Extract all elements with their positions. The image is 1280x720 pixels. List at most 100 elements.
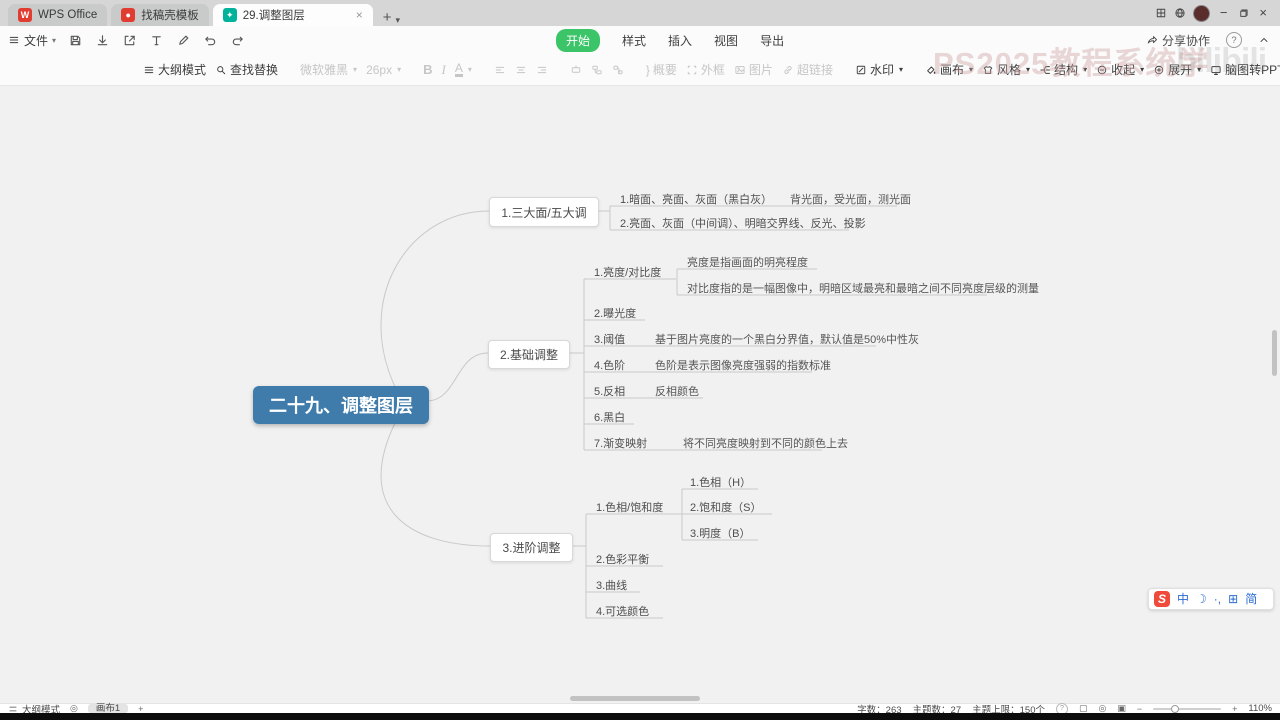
outline-mode-button[interactable]: 大纲模式 [143,61,206,78]
tab-close-icon[interactable]: × [355,8,363,22]
insert-topic-button[interactable] [570,64,582,76]
sogou-logo-icon[interactable]: S [1154,591,1170,607]
user-avatar[interactable] [1192,4,1210,22]
undo-icon[interactable] [203,33,218,48]
ime-punctuation-toggle[interactable]: ·, [1213,592,1222,606]
share-collaborate-button[interactable]: 分享协作 [1146,32,1210,49]
canvas-tab-1[interactable]: 画布1 [87,704,129,713]
minimize-button[interactable]: − [1219,5,1228,20]
font-size-select[interactable]: 26px▾ [366,63,401,77]
new-tab-button[interactable]: + [382,9,392,26]
ribbon-tab-insert[interactable]: 插入 [668,33,693,48]
sogou-ime-bar[interactable]: S 中 ☽ ·, ⊞ 简 [1148,588,1274,610]
structure-button[interactable]: 结构▾ [1039,61,1087,78]
ime-lang-toggle[interactable]: 中 [1177,592,1190,606]
mindmap-leaf[interactable]: 6.黑白 [594,412,626,424]
ribbon-tab-home[interactable]: 开始 [556,28,601,52]
mindmap-note[interactable]: 色阶是表示图像亮度强弱的指数标准 [655,360,831,372]
insert-subtopic-button[interactable] [591,64,603,76]
fullscreen-icon[interactable]: ▣ [1117,703,1126,713]
mindmap-leaf[interactable]: 2.亮面、灰面（中间调）、明暗交界线、反光、投影 [620,218,866,230]
picture-button[interactable]: 图片 [734,61,773,78]
globe-icon[interactable] [1174,7,1186,19]
mindmap-leaf[interactable]: 7.渐变映射 [594,438,648,450]
font-family-select[interactable]: 微软雅黑▾ [300,61,357,78]
font-color-button[interactable]: A▾ [454,62,472,77]
tab-list-chevron-icon[interactable]: ▾ [395,15,401,25]
mindmap-leaf[interactable]: 3.明度（B） [690,528,751,540]
align-center-button[interactable] [515,64,527,76]
ribbon-tab-export[interactable]: 导出 [760,33,785,48]
mindmap-to-ppt-button[interactable]: 脑图转PPT [1210,61,1280,78]
add-canvas-button[interactable]: + [138,703,144,714]
ribbon-tab-style[interactable]: 样式 [622,33,647,48]
branch-node[interactable]: 2.基础调整 [488,340,570,369]
mindmap-leaf[interactable]: 3.曲线 [596,580,628,592]
bold-button[interactable]: B [423,62,433,77]
mindmap-leaf[interactable]: 2.曝光度 [594,308,637,320]
tab-template-store[interactable]: ● 找稿壳模板 [111,4,209,26]
mindmap-leaf[interactable]: 4.色阶 [594,360,626,372]
mindmap-note[interactable]: 背光面，受光面，测光面 [790,194,911,206]
expand-button[interactable]: 展开▾ [1153,61,1201,78]
close-button[interactable]: × [1259,5,1267,20]
all-canvases-icon[interactable]: ◎ [70,703,78,713]
mindmap-note[interactable]: 亮度是指画面的明亮程度 [687,257,808,269]
mindmap-center-node[interactable]: 二十九、调整图层 [253,386,429,424]
ime-moon-icon[interactable]: ☽ [1196,592,1207,606]
frame-button[interactable]: 外框 [686,61,725,78]
zoom-in-button[interactable]: + [1232,703,1238,714]
style-button[interactable]: 风格▾ [982,61,1030,78]
align-left-button[interactable] [494,64,506,76]
mindmap-leaf[interactable]: 2.色彩平衡 [596,554,650,566]
horizontal-scrollbar[interactable] [570,696,700,701]
mindmap-leaf[interactable]: 1.色相（H） [690,477,752,489]
mindmap-leaf[interactable]: 1.色相/饱和度 [596,502,664,514]
italic-button[interactable]: I [441,61,446,77]
canvas-button[interactable]: 画布▾ [925,61,973,78]
zoom-slider-knob[interactable] [1171,704,1180,713]
mindmap-leaf[interactable]: 1.亮度/对比度 [594,267,662,279]
find-replace-button[interactable]: 查找替换 [215,61,278,78]
mindmap-leaf[interactable]: 2.饱和度（S） [690,502,762,514]
restore-button[interactable] [1237,7,1249,19]
annotate-pen-icon[interactable] [176,33,191,48]
mindmap-canvas[interactable] [0,86,1280,703]
mindmap-note[interactable]: 基于图片亮度的一个黑白分界值，默认值是50%中性灰 [655,334,920,346]
hyperlink-button[interactable]: 超链接 [782,61,833,78]
save-icon[interactable] [68,33,83,48]
vertical-scrollbar[interactable] [1272,330,1277,376]
download-icon[interactable] [95,33,110,48]
mindmap-note[interactable]: 将不同亮度映射到不同的颜色上去 [683,438,848,450]
mindmap-leaf[interactable]: 4.可选颜色 [596,606,650,618]
mindmap-leaf[interactable]: 1.暗面、亮面、灰面（黑白灰） [620,194,773,206]
mindmap-note[interactable]: 对比度指的是一幅图像中，明暗区域最亮和最暗之间不同亮度层级的测量 [687,283,1039,295]
insert-relation-button[interactable] [612,64,624,76]
layout-grid-icon[interactable] [1155,7,1167,19]
zoom-slider[interactable] [1153,704,1222,713]
tab-current-document[interactable]: ✦ 29.调整图层 × [212,4,373,26]
outline-mode-toggle[interactable]: 大纲模式 [8,702,60,716]
mindmap-note[interactable]: 反相颜色 [655,386,699,398]
collapse-button[interactable]: 收起▾ [1096,61,1144,78]
ime-simplified-toggle[interactable]: 简 [1245,592,1258,606]
tab-wps-office[interactable]: W WPS Office [8,4,108,26]
mindmap-leaf[interactable]: 5.反相 [594,386,626,398]
branch-node[interactable]: 1.三大面/五大调 [489,197,599,227]
collapse-ribbon-icon[interactable] [1258,34,1270,46]
branch-node[interactable]: 3.进阶调整 [490,533,573,562]
watermark-button[interactable]: 水印▾ [855,61,903,78]
zoom-out-button[interactable]: − [1136,703,1143,714]
summary-button[interactable]: } 概要 [646,61,677,78]
redo-icon[interactable] [230,33,245,48]
ime-keyboard-icon[interactable]: ⊞ [1228,592,1239,606]
help-icon[interactable]: ? [1226,32,1242,48]
locate-center-icon[interactable]: ◎ [1098,703,1107,713]
align-right-button[interactable] [536,64,548,76]
file-menu[interactable]: 文件 ▾ [8,32,56,49]
export-icon[interactable] [122,33,137,48]
mindmap-leaf[interactable]: 3.阈值 [594,334,626,346]
format-painter-icon[interactable] [149,33,164,48]
fit-canvas-icon[interactable]: ▢ [1078,703,1088,713]
ribbon-tab-view[interactable]: 视图 [714,33,739,48]
